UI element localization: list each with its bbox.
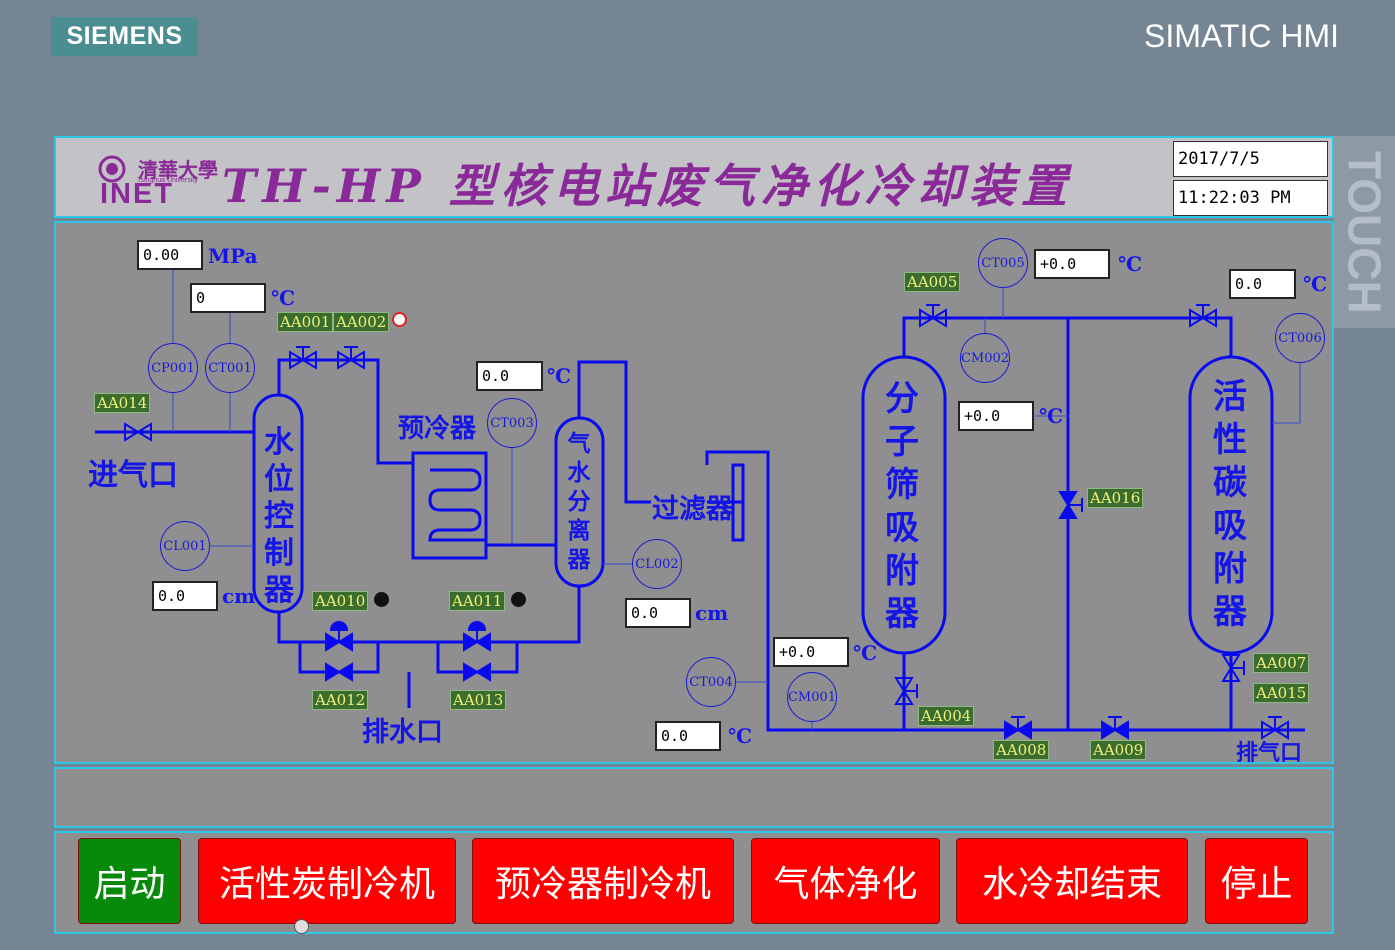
- stop-button[interactable]: 停止: [1205, 838, 1308, 924]
- tag-aa013[interactable]: AA013: [450, 690, 507, 710]
- tag-aa005[interactable]: AA005: [904, 272, 961, 292]
- valve-aa016: [1058, 491, 1083, 519]
- valve-aa013: [463, 662, 491, 682]
- valve-aa007: [1221, 654, 1245, 682]
- tag-aa011[interactable]: AA011: [449, 591, 506, 611]
- logo-inet: INET: [100, 178, 175, 210]
- sensor-cm001[interactable]: CM001: [787, 672, 837, 722]
- sensor-cp001[interactable]: CP001: [148, 343, 198, 393]
- gas-purify-button[interactable]: 气体净化: [751, 838, 940, 924]
- touch-label: TOUCH: [1334, 136, 1395, 328]
- temp-ct001-field[interactable]: 0: [190, 283, 266, 313]
- level-cl002-field[interactable]: 0.0: [625, 598, 691, 628]
- valve-aa001: [289, 346, 317, 370]
- tag-aa012[interactable]: AA012: [312, 690, 369, 710]
- time-display: 11:22:03 PM: [1173, 180, 1328, 216]
- sensor-cl001[interactable]: CL001: [160, 521, 210, 571]
- molecular-sieve-label: 分子筛吸附器: [885, 379, 919, 634]
- tag-aa002[interactable]: AA002: [333, 312, 390, 332]
- temp-cm001-field[interactable]: +0.0: [773, 637, 849, 667]
- sensor-ct003[interactable]: CT003: [487, 398, 537, 448]
- valve-aa006: [1189, 304, 1217, 328]
- valve-exhaust: [1261, 716, 1289, 740]
- inlet-label: 进气口: [88, 458, 178, 493]
- tag-aa008[interactable]: AA008: [993, 740, 1050, 760]
- level-controller-label: 水位控制器: [264, 425, 294, 608]
- valve-aa009: [1101, 716, 1129, 740]
- unit-cm-1: cm: [222, 584, 256, 608]
- unit-celsius-7: ℃: [1303, 272, 1327, 296]
- valve-aa014: [124, 422, 152, 442]
- unit-celsius-6: ℃: [1039, 404, 1063, 428]
- sensor-ct001[interactable]: CT001: [205, 343, 255, 393]
- valve-aa012: [325, 662, 353, 682]
- page-title: TH-HP 型核电站废气净化冷却装置: [222, 159, 1073, 213]
- date-display: 2017/7/5: [1173, 141, 1328, 177]
- sensor-cm002[interactable]: CM002: [960, 333, 1010, 383]
- temp-cm002-field[interactable]: +0.0: [958, 401, 1034, 431]
- unit-celsius-3: ℃: [853, 641, 877, 665]
- temp-ct004-field[interactable]: 0.0: [655, 721, 721, 751]
- logo-english: Tsinghua University: [137, 177, 198, 184]
- exhaust-label: 排气口: [1236, 741, 1303, 766]
- tag-aa009[interactable]: AA009: [1090, 740, 1147, 760]
- tag-aa010[interactable]: AA010: [312, 591, 369, 611]
- valve-aa004: [894, 677, 918, 705]
- carbon-chiller-button[interactable]: 活性炭制冷机: [198, 838, 456, 924]
- cursor-indicator: [294, 919, 309, 934]
- sensor-ct005[interactable]: CT005: [978, 238, 1028, 288]
- status-indicator-red: [392, 312, 407, 327]
- temp-ct005-field[interactable]: +0.0: [1034, 249, 1110, 279]
- siemens-logo: SIEMENS: [51, 17, 198, 56]
- logo-chinese: 清華大學: [138, 158, 218, 182]
- pressure-field[interactable]: 0.00: [137, 240, 203, 270]
- filter-label: 过滤器: [652, 494, 733, 525]
- separator-label: 气水分离器: [567, 431, 591, 573]
- precooler-chiller-button[interactable]: 预冷器制冷机: [472, 838, 734, 924]
- tag-aa004[interactable]: AA004: [918, 706, 975, 726]
- valve-aa005: [919, 304, 947, 328]
- sensor-cl002[interactable]: CL002: [632, 539, 682, 589]
- status-indicator-aa010: [374, 592, 389, 607]
- tsinghua-emblem-icon: [98, 155, 126, 183]
- valve-aa010: [325, 621, 353, 652]
- unit-celsius-1: ℃: [271, 286, 295, 310]
- message-panel: [54, 767, 1334, 828]
- tag-aa016[interactable]: AA016: [1087, 488, 1144, 508]
- level-cl001-field[interactable]: 0.0: [152, 581, 218, 611]
- start-button[interactable]: 启动: [78, 838, 181, 924]
- sensor-ct004[interactable]: CT004: [686, 657, 736, 707]
- tag-aa014[interactable]: AA014: [94, 393, 151, 413]
- activated-carbon-label: 活性碳吸附器: [1213, 377, 1247, 632]
- unit-cm-2: cm: [695, 601, 729, 625]
- tag-aa015[interactable]: AA015: [1253, 683, 1310, 703]
- unit-celsius-4: ℃: [728, 724, 752, 748]
- water-cooling-end-button[interactable]: 水冷却结束: [956, 838, 1188, 924]
- temp-ct006-field[interactable]: 0.0: [1229, 269, 1296, 299]
- valve-aa011: [463, 621, 491, 652]
- valve-aa008: [1004, 716, 1032, 740]
- tag-aa007[interactable]: AA007: [1253, 653, 1310, 673]
- unit-celsius-5: ℃: [1118, 252, 1142, 276]
- precooler-label: 预冷器: [398, 414, 477, 444]
- tag-aa001[interactable]: AA001: [277, 312, 334, 332]
- sensor-ct006[interactable]: CT006: [1275, 313, 1325, 363]
- header-panel: [54, 136, 1334, 218]
- drain-label: 排水口: [362, 717, 443, 748]
- simatic-hmi-label: SIMATIC HMI: [1144, 18, 1339, 54]
- unit-mpa: MPa: [208, 244, 258, 268]
- temp-ct003-field[interactable]: 0.0: [476, 361, 543, 391]
- valve-aa002: [337, 346, 365, 370]
- unit-celsius-2: ℃: [547, 364, 571, 388]
- status-indicator-aa011: [511, 592, 526, 607]
